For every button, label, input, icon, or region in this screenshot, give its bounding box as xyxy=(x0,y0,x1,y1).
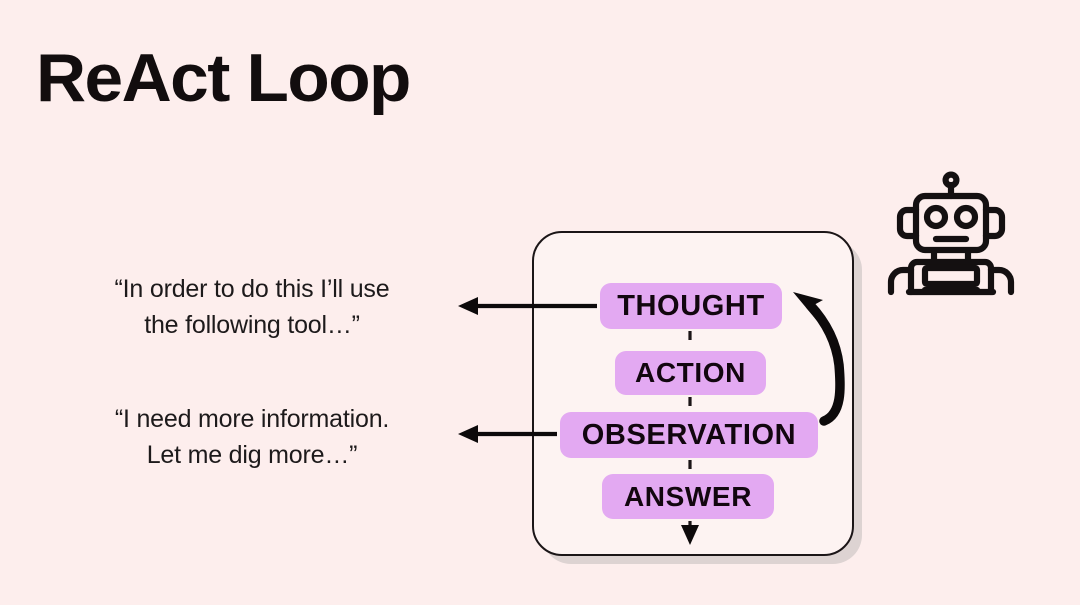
observation-quote: “I need more information. Let me dig mor… xyxy=(62,402,442,473)
thought-quote: “In order to do this I’ll use the follow… xyxy=(62,272,442,343)
step-pill-action[interactable]: ACTION xyxy=(615,351,766,395)
observation-quote-line-2: Let me dig more…” xyxy=(146,440,358,469)
thought-quote-line-1: “In order to do this I’ll use xyxy=(114,275,390,303)
observation-quote-line-1: “I need more information. xyxy=(114,405,390,433)
robot-icon xyxy=(887,171,1015,296)
step-pill-observation[interactable]: OBSERVATION xyxy=(560,412,818,458)
step-pill-answer[interactable]: ANSWER xyxy=(602,474,774,519)
step-pill-thought[interactable]: THOUGHT xyxy=(600,283,782,329)
thought-quote-line-2: the following tool…” xyxy=(144,310,360,339)
page-title: ReAct Loop xyxy=(36,40,411,116)
